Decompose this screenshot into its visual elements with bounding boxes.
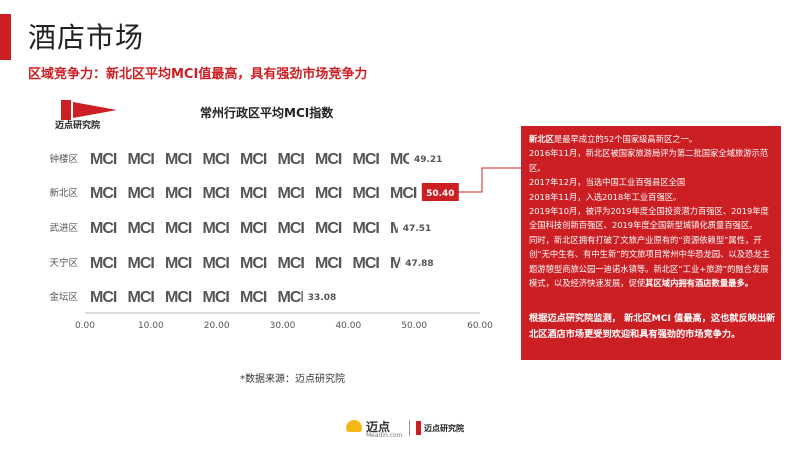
bar-mark: MCI [315, 151, 342, 168]
bar: MCI MCI MCI MCI MCI MCI MCI MCI MCI MCI [90, 220, 455, 237]
bar-mark: MCI [278, 289, 305, 306]
bar-mark: MCI [128, 220, 155, 237]
bar-mark: MCI [203, 255, 230, 272]
x-tick-label: 40.00 [335, 321, 361, 331]
category-label: 钟楼区 [49, 153, 78, 165]
value-label: 50.40 [426, 189, 454, 199]
chart-title: 常州行政区平均MCI指数 [200, 106, 334, 120]
bar-mark: MCI [90, 289, 117, 306]
bar-mark: MCI [240, 151, 267, 168]
title-accent-bar [0, 14, 11, 60]
x-tick-label: 20.00 [204, 321, 230, 331]
category-label: 金坛区 [49, 291, 78, 303]
info-panel: 新北区是最早成立的52个国家级高新区之一。 2016年11月，新北区被国家旅游局… [521, 126, 781, 360]
tower-icon [416, 421, 421, 435]
footer-brand-url: Meadin.com [366, 432, 403, 439]
leader-line [458, 167, 521, 193]
info-lead: 新北区 [529, 134, 554, 144]
x-tick-label: 30.00 [270, 321, 296, 331]
bar-mark: MCI [90, 220, 117, 237]
bar-mark: MCI [315, 220, 342, 237]
footer-institute-name: 迈点研究院 [424, 424, 464, 433]
bar-mark: MCI [315, 255, 342, 272]
bar-mark: MCI [203, 185, 230, 202]
bar-mark: MCI [240, 255, 267, 272]
value-label: 49.21 [414, 155, 442, 165]
bar-mark: MCI [128, 185, 155, 202]
bar-mark: MCI [165, 151, 192, 168]
info-line-last: 同时，新北区拥有打破了文旅产业原有的“资源依赖型”属性，开创“无中生有、有中生新… [529, 233, 775, 291]
tower-icon [61, 100, 71, 120]
info-line: 2019年10月，被评为2019年度全国投资潜力百强区、2019年度全国科技创新… [529, 206, 769, 231]
x-tick-label: 60.00 [467, 321, 493, 331]
bar-mark: MCI [278, 255, 305, 272]
bar-mark: MCI [315, 185, 342, 202]
bar-mark: MCI [278, 185, 305, 202]
bar-mark: MCI [390, 220, 417, 237]
bar-mark: MCI [128, 289, 155, 306]
info-conclusion: 根据迈点研究院监测， 新北区MCI 值最高，这也就反映出新北区酒店市场更受到欢迎… [529, 313, 776, 340]
info-text: 新北区是最早成立的52个国家级高新区之一。 2016年11月，新北区被国家旅游局… [529, 132, 775, 290]
category-label: 新北区 [49, 187, 78, 199]
x-tick-label: 10.00 [138, 321, 164, 331]
bar-mark: MCI [203, 151, 230, 168]
page-title: 酒店市场 [28, 21, 145, 54]
info-line-normal: 同时，新北区拥有打破了文旅产业原有的“资源依赖型”属性，开创“无中生有、有中生新… [529, 234, 770, 289]
bar-mark: MCI [165, 289, 192, 306]
bar-mark: MCI [353, 220, 380, 237]
bar-mark: MCI [390, 151, 417, 168]
info-lead-rest: 是最早成立的52个国家级高新区之一。 [553, 134, 698, 144]
bar-mark: MCI [278, 151, 305, 168]
bar-mark: MCI [240, 185, 267, 202]
value-badge [421, 183, 459, 201]
info-line: 2016年11月，新北区被国家旅游局评为第二批国家全域旅游示范区。 [529, 148, 769, 173]
footer-divider [409, 420, 410, 436]
value-label: 47.88 [405, 259, 433, 269]
bar-mark: MCI [353, 185, 380, 202]
bar-mark: MCI [128, 255, 155, 272]
bar-mark: MCI [278, 220, 305, 237]
info-lead-line: 新北区是最早成立的52个国家级高新区之一。 [529, 132, 775, 146]
logo-label: 迈点研究院 [55, 121, 101, 131]
page-subtitle: 区域竞争力：新北区平均MCI值最高，具有强劲市场竞争力 [28, 67, 368, 82]
x-tick-label: 50.00 [401, 321, 427, 331]
bar-mark: MCI [90, 151, 117, 168]
bar-mark: MCI [128, 151, 155, 168]
bar-mark: MCI [165, 185, 192, 202]
data-source: *数据来源：迈点研究院 [240, 374, 345, 385]
bar-mark: MCI [90, 185, 117, 202]
info-line: 2017年12月，当选中国工业百强县区全国 [529, 177, 686, 188]
bar-mark: MCI [390, 185, 417, 202]
bar-mark: MCI [390, 255, 417, 272]
category-label: 天宁区 [49, 257, 78, 269]
bar-mark: MCI [203, 289, 230, 306]
bar-mark: MCI [240, 289, 267, 306]
info-line-bold: 其区域内拥有酒店数量最多。 [645, 278, 754, 289]
x-tick-label: 0.00 [75, 321, 95, 331]
bar-mark: MCI [165, 255, 192, 272]
flag-icon [73, 102, 117, 118]
bar-mark: MCI [353, 255, 380, 272]
bar-mark: MCI [203, 220, 230, 237]
bar-mark: MCI [353, 151, 380, 168]
value-label: 33.08 [308, 293, 336, 303]
research-logo: 迈点研究院 [55, 100, 125, 131]
value-label: 47.51 [403, 224, 431, 234]
footer-brand-name: 迈点 [366, 420, 391, 434]
category-label: 武进区 [49, 222, 78, 234]
bar-mark: MCI [165, 220, 192, 237]
bulb-icon [346, 420, 362, 432]
bar-mark: MCI [90, 255, 117, 272]
info-line: 2018年11月，入选2018年工业百强区。 [529, 191, 682, 202]
bar-mark: MCI [428, 220, 455, 237]
bar-mark: MCI [240, 220, 267, 237]
